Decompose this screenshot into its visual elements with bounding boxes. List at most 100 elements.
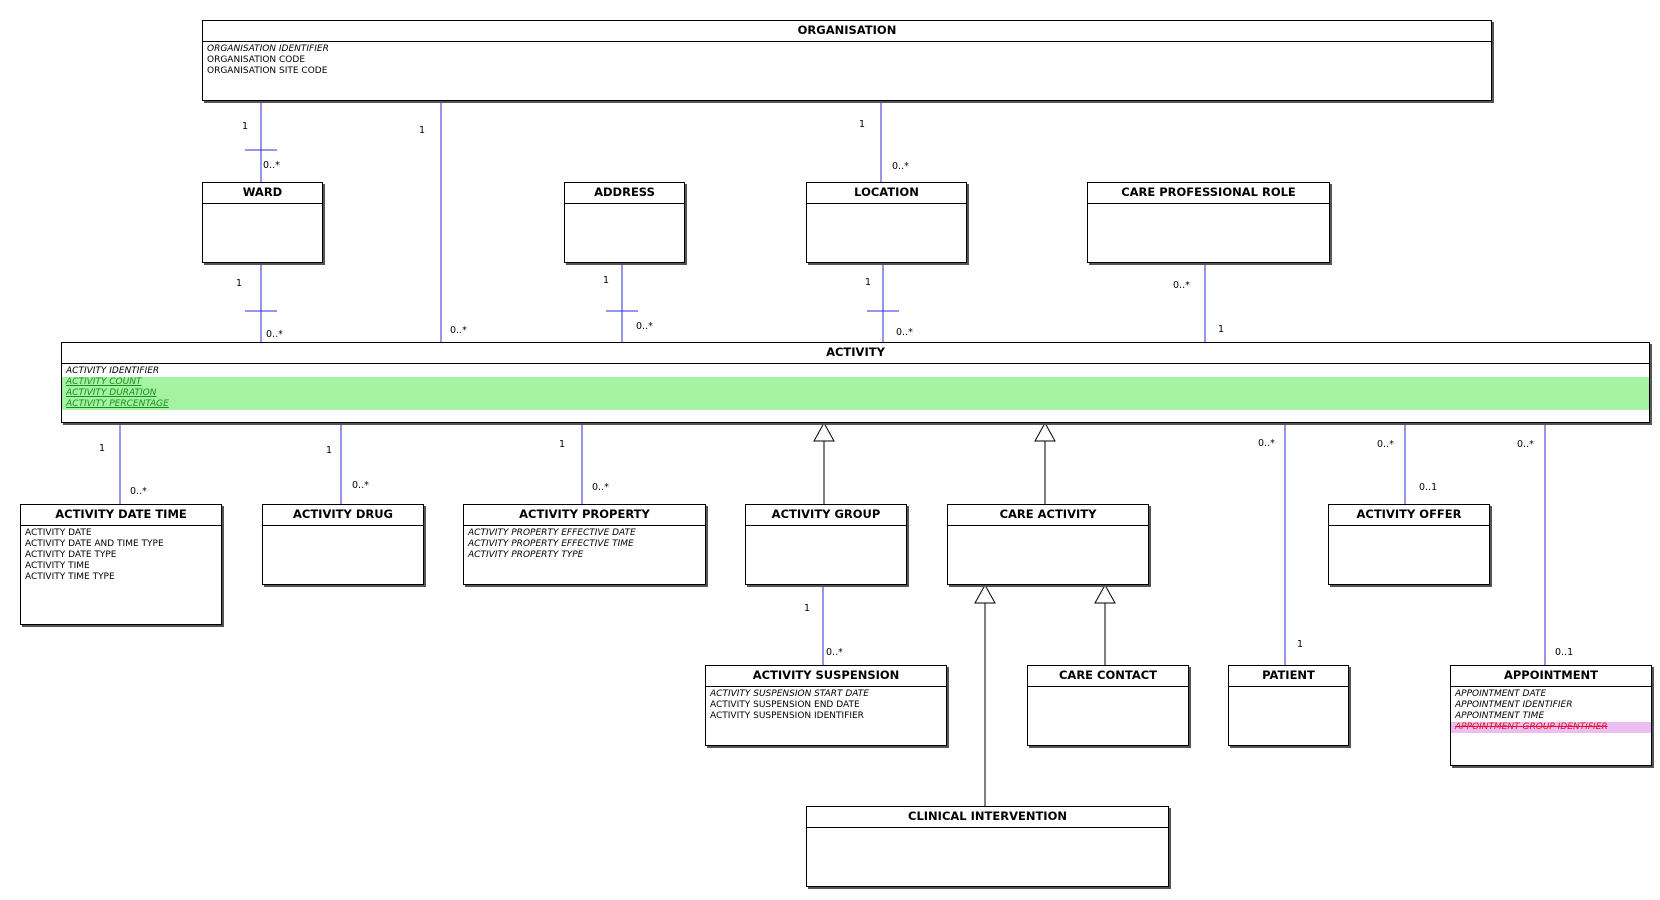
multiplicity-target: 0..* bbox=[896, 327, 913, 338]
attribute-list bbox=[807, 828, 1168, 830]
multiplicity-source: 1 bbox=[99, 443, 106, 454]
attribute: ACTIVITY PERCENTAGE bbox=[62, 399, 1649, 410]
attribute-list: ACTIVITY PROPERTY EFFECTIVE DATE ACTIVITY… bbox=[464, 526, 705, 561]
attribute: ACTIVITY COUNT bbox=[62, 377, 1649, 388]
multiplicity-source: 1 bbox=[242, 121, 249, 132]
multiplicity-target: 0..* bbox=[592, 482, 609, 493]
attribute-list bbox=[807, 204, 966, 206]
class-name: CLINICAL INTERVENTION bbox=[807, 807, 1168, 828]
multiplicity-target: 0..* bbox=[352, 480, 369, 491]
attribute: APPOINTMENT DATE bbox=[1455, 689, 1547, 699]
multiplicity-target: 1 bbox=[1297, 639, 1304, 650]
attribute: APPOINTMENT IDENTIFIER bbox=[1455, 700, 1573, 710]
class-name: APPOINTMENT bbox=[1451, 666, 1651, 687]
attribute: ACTIVITY SUSPENSION IDENTIFIER bbox=[710, 711, 864, 721]
attribute-list bbox=[1088, 204, 1329, 206]
multiplicity-target: 0..* bbox=[450, 325, 467, 336]
class-clinical-intervention[interactable]: CLINICAL INTERVENTION bbox=[806, 806, 1169, 887]
multiplicity-target: 0..* bbox=[266, 329, 283, 340]
attribute-list bbox=[203, 204, 322, 206]
generalization-arrowhead bbox=[974, 583, 996, 604]
class-name: CARE ACTIVITY bbox=[948, 505, 1148, 526]
attribute: ACTIVITY PROPERTY TYPE bbox=[468, 550, 584, 560]
multiplicity-source: 1 bbox=[804, 603, 811, 614]
class-name: PATIENT bbox=[1229, 666, 1348, 687]
class-name: ACTIVITY SUSPENSION bbox=[706, 666, 946, 687]
attribute: ORGANISATION CODE bbox=[207, 55, 306, 65]
multiplicity-target: 0..* bbox=[826, 647, 843, 658]
multiplicity-source: 0..* bbox=[1517, 439, 1534, 450]
class-activity-drug[interactable]: ACTIVITY DRUG bbox=[262, 504, 424, 585]
multiplicity-source: 1 bbox=[859, 119, 866, 130]
attribute: APPOINTMENT TIME bbox=[1455, 711, 1545, 721]
multiplicity-target: 0..* bbox=[892, 161, 909, 172]
generalization-arrowhead bbox=[813, 421, 835, 442]
multiplicity-target: 0..1 bbox=[1419, 482, 1438, 493]
multiplicity-source: 1 bbox=[559, 439, 566, 450]
attribute: ACTIVITY SUSPENSION START DATE bbox=[710, 689, 869, 699]
attribute: ACTIVITY TIME TYPE bbox=[25, 572, 115, 582]
class-name: ORGANISATION bbox=[203, 21, 1491, 42]
attribute: ACTIVITY IDENTIFIER bbox=[66, 366, 160, 376]
class-location[interactable]: LOCATION bbox=[806, 182, 967, 263]
attribute: ACTIVITY PROPERTY EFFECTIVE DATE bbox=[468, 528, 636, 538]
multiplicity-source: 1 bbox=[236, 278, 243, 289]
multiplicity-source: 0..* bbox=[1173, 280, 1190, 291]
attribute-list bbox=[1028, 687, 1188, 689]
class-patient[interactable]: PATIENT bbox=[1228, 665, 1349, 746]
class-care-activity[interactable]: CARE ACTIVITY bbox=[947, 504, 1149, 585]
attribute: APPOINTMENT GROUP IDENTIFIER bbox=[1451, 722, 1651, 733]
attribute: ACTIVITY DATE bbox=[25, 528, 92, 538]
class-name: ACTIVITY bbox=[62, 343, 1649, 364]
class-ward[interactable]: WARD bbox=[202, 182, 323, 263]
multiplicity-source: 0..* bbox=[1258, 438, 1275, 449]
class-care-contact[interactable]: CARE CONTACT bbox=[1027, 665, 1189, 746]
attribute: ORGANISATION IDENTIFIER bbox=[207, 44, 329, 54]
multiplicity-source: 1 bbox=[865, 277, 872, 288]
class-name: ACTIVITY DRUG bbox=[263, 505, 423, 526]
multiplicity-source: 0..* bbox=[1377, 439, 1394, 450]
attribute-list bbox=[948, 526, 1148, 528]
class-address[interactable]: ADDRESS bbox=[564, 182, 685, 263]
multiplicity-source: 1 bbox=[603, 275, 610, 286]
class-name: LOCATION bbox=[807, 183, 966, 204]
generalization-arrowhead bbox=[1094, 583, 1116, 604]
class-name: WARD bbox=[203, 183, 322, 204]
generalization-arrowhead bbox=[1034, 421, 1056, 442]
attribute-list bbox=[263, 526, 423, 528]
attribute-list bbox=[1329, 526, 1489, 528]
multiplicity-target: 0..* bbox=[130, 486, 147, 497]
attribute: ORGANISATION SITE CODE bbox=[207, 66, 328, 76]
class-name: CARE CONTACT bbox=[1028, 666, 1188, 687]
class-name: ACTIVITY OFFER bbox=[1329, 505, 1489, 526]
attribute-list bbox=[565, 204, 684, 206]
class-name: ACTIVITY DATE TIME bbox=[21, 505, 221, 526]
attribute-list bbox=[746, 526, 906, 528]
class-care-professional-role[interactable]: CARE PROFESSIONAL ROLE bbox=[1087, 182, 1330, 263]
attribute: ACTIVITY DURATION bbox=[62, 388, 1649, 399]
multiplicity-target: 0..1 bbox=[1555, 647, 1574, 658]
attribute: ACTIVITY DATE AND TIME TYPE bbox=[25, 539, 164, 549]
attribute: ACTIVITY SUSPENSION END DATE bbox=[710, 700, 860, 710]
class-activity-offer[interactable]: ACTIVITY OFFER bbox=[1328, 504, 1490, 585]
class-activity-group[interactable]: ACTIVITY GROUP bbox=[745, 504, 907, 585]
attribute: ACTIVITY DATE TYPE bbox=[25, 550, 117, 560]
class-name: CARE PROFESSIONAL ROLE bbox=[1088, 183, 1329, 204]
multiplicity-target: 0..* bbox=[636, 321, 653, 332]
class-name: ACTIVITY GROUP bbox=[746, 505, 906, 526]
attribute-list bbox=[1229, 687, 1348, 689]
multiplicity-source: 1 bbox=[419, 125, 426, 136]
